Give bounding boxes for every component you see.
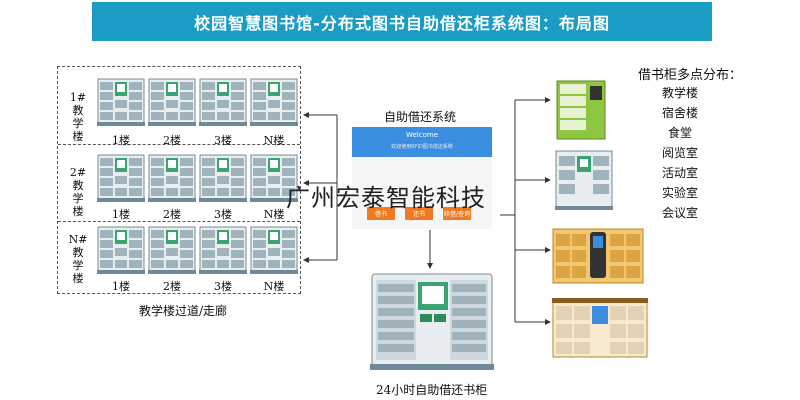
floor-label: 1楼 <box>112 134 130 147</box>
gold-cabinet-2 <box>552 298 648 358</box>
floor-cabinet <box>199 226 247 274</box>
green-cabinet <box>556 80 606 140</box>
floor-label: 3楼 <box>214 208 232 221</box>
renew-query-button[interactable]: 续借/查询 <box>443 207 471 220</box>
row-divider <box>58 221 300 222</box>
floor-cabinet <box>250 226 298 274</box>
page-title-banner: 校园智慧图书馆-分布式图书自助借还柜系统图：布局图 <box>92 2 712 41</box>
distribution-location: 宿舍楼 <box>661 106 698 120</box>
screen-subtitle: 欢迎使用RFID图书借还系统 <box>391 144 453 150</box>
floor-label: N楼 <box>263 208 285 221</box>
return-button[interactable]: 还书 <box>405 207 433 220</box>
floor-cabinet <box>250 154 298 202</box>
floor-label: N楼 <box>263 280 285 293</box>
page-title: 校园智慧图书馆-分布式图书自助借还柜系统图：布局图 <box>194 13 610 33</box>
main-24h-cabinet <box>370 273 494 370</box>
white-cabinet <box>555 150 613 210</box>
row-divider <box>58 144 300 145</box>
main-cabinet-caption: 24小时自助借还书柜 <box>376 383 488 397</box>
gold-cabinet-1 <box>552 228 644 284</box>
floor-cabinet <box>199 78 247 126</box>
distribution-location: 教学楼 <box>661 86 698 100</box>
borrow-button[interactable]: 借书 <box>367 207 395 220</box>
floor-cabinet <box>148 154 196 202</box>
distribution-location: 食堂 <box>667 126 692 140</box>
screen-welcome: Welcome <box>405 131 439 139</box>
floor-cabinet <box>250 78 298 126</box>
floor-label: 2楼 <box>163 208 181 221</box>
floor-cabinet <box>97 154 145 202</box>
building-layout-panel: 1# 教 学 楼 2# 教 学 楼 N# 教 学 楼 <box>57 66 301 294</box>
left-connector <box>303 112 338 263</box>
building-label-2: 2# 教 学 楼 <box>69 166 87 218</box>
corridor-caption: 教学楼过道/走廊 <box>139 304 228 318</box>
floor-label: 3楼 <box>214 280 232 293</box>
floor-label: N楼 <box>263 134 285 147</box>
distribution-location: 会议室 <box>661 206 698 220</box>
building-label-n: N# 教 学 楼 <box>68 233 88 285</box>
distribution-location: 阅览室 <box>661 146 698 160</box>
distribution-title: 借书柜多点分布： <box>638 68 743 83</box>
floor-cabinet <box>148 226 196 274</box>
distribution-location: 活动室 <box>661 166 698 180</box>
floor-label: 3楼 <box>214 134 232 147</box>
system-title: 自助借还系统 <box>384 110 457 124</box>
floor-label: 2楼 <box>163 134 181 147</box>
distribution-location: 实验室 <box>661 186 698 200</box>
company-watermark: 广州宏泰智能科技 <box>286 184 486 212</box>
floor-cabinet <box>97 226 145 274</box>
floor-label: 2楼 <box>163 280 181 293</box>
floor-cabinet <box>199 154 247 202</box>
floor-label: 1楼 <box>112 280 130 293</box>
floor-label: 1楼 <box>112 208 130 221</box>
floor-cabinet <box>97 78 145 126</box>
floor-cabinet <box>148 78 196 126</box>
system-screen: Welcome 欢迎使用RFID图书借还系统 <box>352 127 492 157</box>
building-label-1: 1# 教 学 楼 <box>69 91 87 143</box>
right-connector <box>500 97 551 325</box>
